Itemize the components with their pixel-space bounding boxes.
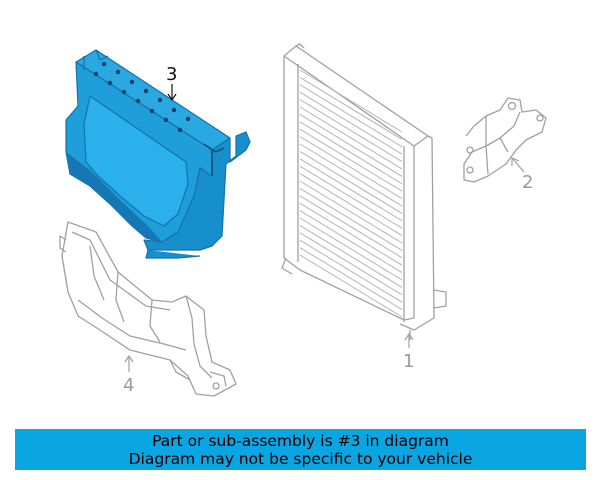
radiator-fin	[299, 217, 403, 281]
radiator-fin	[299, 69, 403, 133]
radiator-fin	[299, 187, 403, 251]
radiator-fins	[299, 69, 403, 318]
radiator-fin	[299, 99, 403, 163]
banner-line-disclaimer: Diagram may not be specific to your vehi…	[128, 449, 473, 468]
callout-leaders	[124, 84, 525, 372]
radiator-fin	[299, 84, 403, 148]
radiator-fin	[299, 106, 403, 170]
part-1-radiator	[281, 43, 447, 340]
callout-4: 4	[123, 375, 134, 396]
radiator-fin	[299, 173, 403, 237]
part-4-air-guide	[59, 221, 237, 397]
part-3-air-duct	[65, 49, 251, 259]
callout-3: 3	[166, 64, 177, 85]
duct-vent-holes	[93, 61, 191, 133]
parts-diagram: 3 1 2 4	[59, 43, 547, 397]
radiator-fin	[299, 136, 403, 200]
radiator-fin	[299, 165, 403, 229]
radiator-fin	[299, 224, 403, 288]
radiator-fin	[299, 254, 403, 318]
radiator-fin	[299, 128, 403, 192]
radiator-fin	[299, 210, 403, 274]
radiator-fin	[299, 143, 403, 207]
radiator-fin	[299, 113, 403, 177]
radiator-fin	[299, 76, 403, 140]
radiator-fin	[299, 91, 403, 155]
radiator-fin	[299, 195, 403, 259]
radiator-fin	[299, 180, 403, 244]
banner-line-part-info: Part or sub-assembly is #3 in diagram	[152, 431, 449, 450]
radiator-fin	[299, 202, 403, 266]
radiator-fin	[299, 247, 403, 311]
radiator-fin	[299, 158, 403, 222]
leader-2	[511, 157, 525, 173]
duct-side-flange	[143, 131, 251, 251]
callout-1: 1	[403, 351, 414, 372]
radiator-fin	[299, 150, 403, 214]
part-2-bracket	[463, 97, 547, 183]
radiator-fin	[299, 232, 403, 296]
radiator-fin	[299, 121, 403, 185]
callout-2: 2	[522, 172, 533, 193]
radiator-fin	[299, 239, 403, 303]
info-banner: Part or sub-assembly is #3 in diagram Di…	[15, 429, 586, 470]
